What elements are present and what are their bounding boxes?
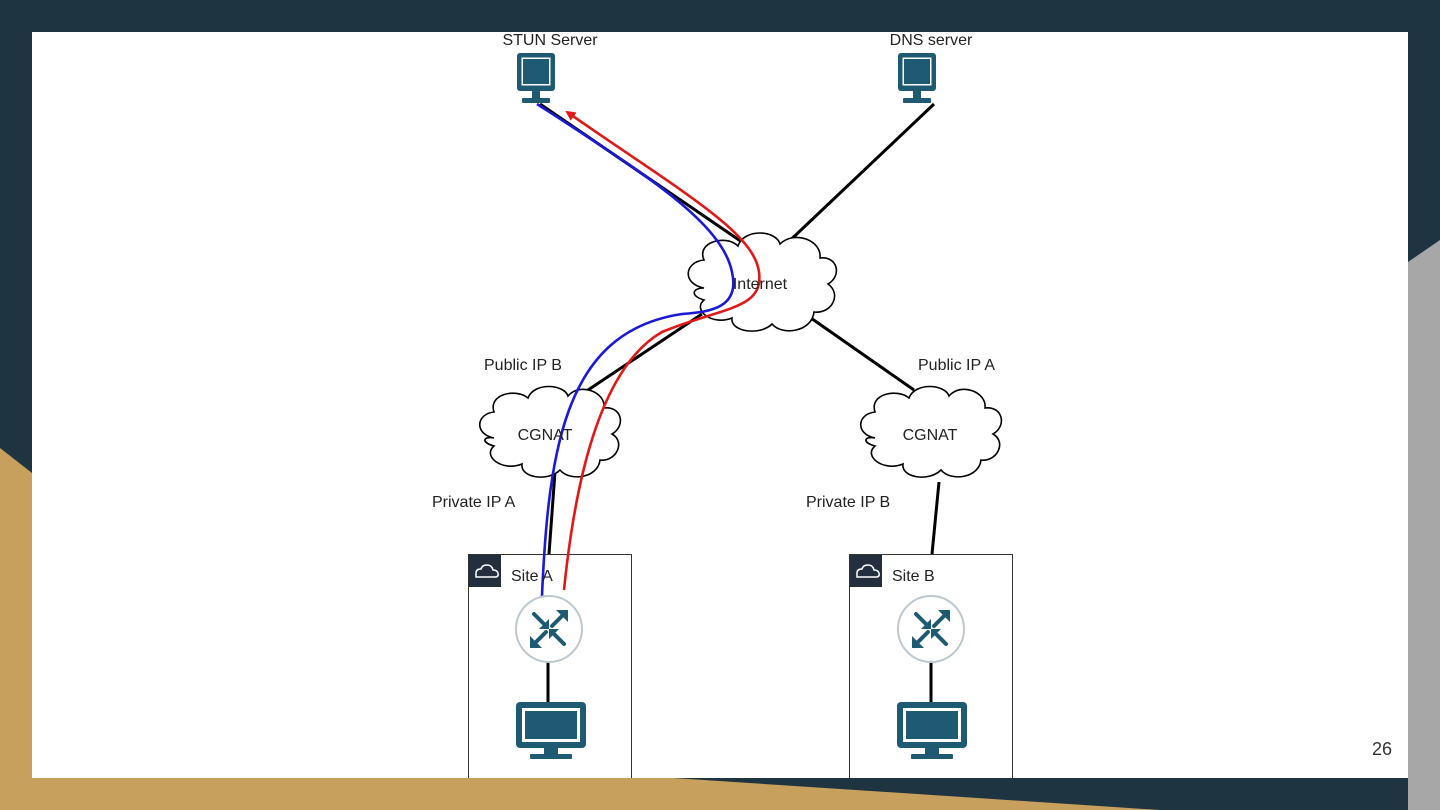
gray-accent-shape xyxy=(1408,240,1440,810)
host-a xyxy=(516,702,586,759)
site-a-label: Site A xyxy=(511,568,553,585)
stun-server-label: STUN Server xyxy=(502,32,598,49)
private-ip-a-label: Private IP A xyxy=(432,494,516,511)
page-number: 26 xyxy=(1371,739,1392,759)
cgnat-a-cloud xyxy=(478,385,622,478)
cgnat-b-label: CGNAT xyxy=(903,427,958,444)
network-diagram: STUN Server DNS server Internet CGNAT CG… xyxy=(432,32,1013,778)
response-path-blue xyxy=(536,102,735,622)
internet-cloud xyxy=(687,232,838,332)
private-ip-b-label: Private IP B xyxy=(806,494,890,511)
link-internet-cgnat-b xyxy=(807,314,915,392)
outbound-path-red xyxy=(562,110,761,591)
link-cgnat-b-site-b xyxy=(930,481,941,555)
dns-server xyxy=(898,53,936,103)
link-dns-internet xyxy=(780,102,936,250)
stun-server xyxy=(517,53,555,103)
public-ip-b-label: Public IP B xyxy=(484,357,562,374)
router-b xyxy=(897,595,965,663)
slide-canvas: STUN Server DNS server Internet CGNAT CG… xyxy=(32,32,1408,778)
cloud-icon xyxy=(856,564,880,578)
link-cgnat-a-site-a xyxy=(547,471,557,555)
host-b xyxy=(897,702,967,759)
internet-label: Internet xyxy=(733,276,788,293)
link-internet-cgnat-a xyxy=(569,312,703,404)
site-b-label: Site B xyxy=(892,568,935,585)
dns-server-label: DNS server xyxy=(890,32,973,49)
router-a xyxy=(515,595,583,663)
cgnat-a-label: CGNAT xyxy=(518,427,573,444)
cloud-icon xyxy=(475,564,499,578)
cgnat-b-cloud xyxy=(859,385,1003,478)
public-ip-a-label: Public IP A xyxy=(918,357,995,374)
